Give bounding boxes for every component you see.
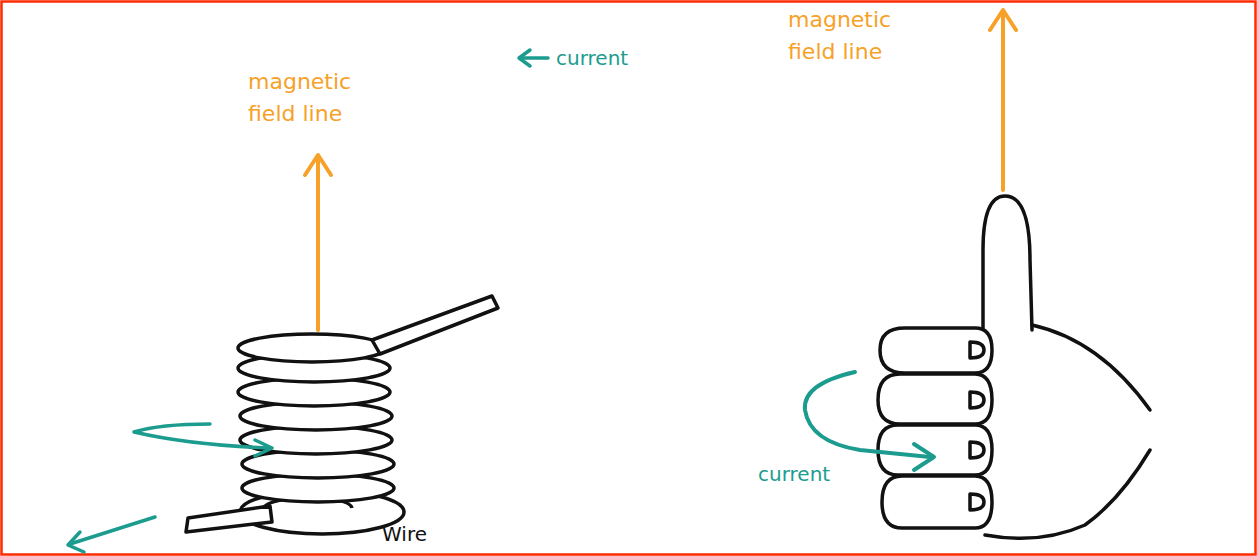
coil bbox=[186, 296, 498, 534]
current-arrow bbox=[805, 372, 934, 470]
wire-label: Wire bbox=[382, 520, 462, 549]
field-label: magnetic field line bbox=[248, 66, 366, 130]
field-label: magnetic field line bbox=[788, 4, 906, 68]
field-arrow bbox=[305, 155, 331, 330]
right-hand bbox=[878, 196, 1150, 538]
current-label: current bbox=[556, 44, 676, 73]
current-label: current bbox=[758, 460, 878, 489]
current-arrow bbox=[68, 50, 548, 552]
field-arrow bbox=[990, 10, 1016, 190]
